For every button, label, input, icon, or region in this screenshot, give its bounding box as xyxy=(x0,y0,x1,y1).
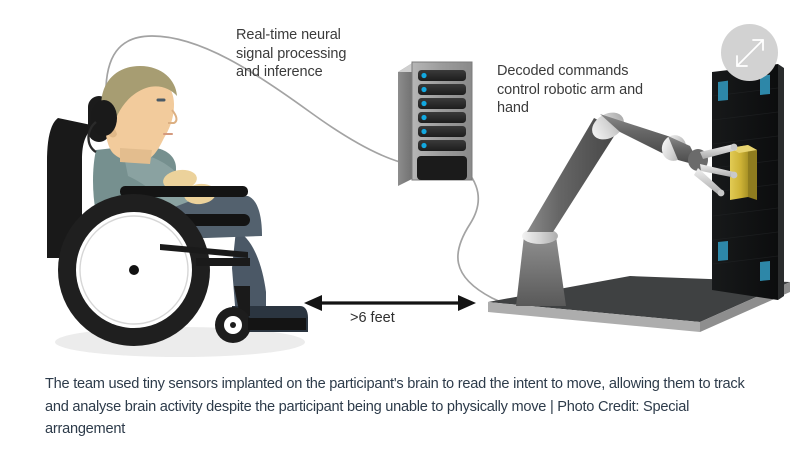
server-bay xyxy=(418,98,466,109)
gripper-pivot-middle xyxy=(730,171,738,179)
wheelchair-armrest-upper xyxy=(120,186,248,197)
label-decoded-commands: Decoded commands control robotic arm and… xyxy=(497,63,643,116)
wheelchair-hub xyxy=(129,265,139,275)
server-lower-door xyxy=(417,156,467,180)
participant-neck xyxy=(120,148,152,164)
arm-pedestal xyxy=(516,236,566,306)
panel-marker-top-right xyxy=(760,74,770,95)
gripper-pivot-upper xyxy=(730,143,738,151)
server-led xyxy=(421,142,427,149)
block-side xyxy=(748,145,757,200)
bci-illustration: Real-time neural signal processing and i… xyxy=(47,24,790,357)
robotic-arm xyxy=(516,112,738,306)
gripper-finger-lower xyxy=(694,168,722,196)
server-bay xyxy=(418,126,466,137)
arrow-head-left xyxy=(304,295,322,311)
participant-in-wheelchair xyxy=(47,66,308,346)
server-bay xyxy=(418,70,466,81)
server-tower xyxy=(398,61,473,186)
arm-upper-link xyxy=(600,114,680,158)
server-bay xyxy=(418,140,466,151)
arm-lower-link xyxy=(527,118,618,232)
arrow-head-right xyxy=(458,295,476,311)
platform-front-edge xyxy=(488,302,700,332)
panel-grid xyxy=(712,87,779,265)
wheelchair-backrest xyxy=(47,118,96,258)
expand-button[interactable] xyxy=(721,24,778,81)
server-led xyxy=(421,72,427,79)
panel-side xyxy=(778,64,784,300)
wheelchair-rear-rim-line xyxy=(79,215,189,325)
panel-marker-top-left xyxy=(718,80,728,101)
panel-marker-bottom-right xyxy=(760,261,770,281)
wheelchair-frame-bar xyxy=(196,258,250,266)
server-led xyxy=(421,86,427,93)
label-neural-processing: Real-time neural signal processing and i… xyxy=(236,27,347,80)
server-led xyxy=(421,100,427,107)
server-led xyxy=(421,128,427,135)
implant-lead xyxy=(87,121,97,154)
wheelchair-caster-fork xyxy=(234,286,250,316)
wheelchair-footplate xyxy=(248,318,306,330)
server-bay xyxy=(418,112,466,123)
server-bay xyxy=(418,84,466,95)
block-front xyxy=(730,145,748,200)
neural-cable xyxy=(105,35,401,163)
wheelchair-caster-hub xyxy=(230,322,236,328)
gripper-finger-upper xyxy=(700,144,737,159)
caption-area: The team used tiny sensors implanted on … xyxy=(0,362,796,455)
neural-implant xyxy=(91,100,117,136)
server-drive-bays xyxy=(418,70,466,151)
label-distance: >6 feet xyxy=(350,310,395,326)
caption-text: The team used tiny sensors implanted on … xyxy=(45,376,745,437)
distance-arrow xyxy=(304,295,476,311)
panel-marker-bottom-left xyxy=(718,241,728,261)
wheelchair-frame-diagonal xyxy=(160,244,248,258)
participant-hand-far xyxy=(163,169,197,191)
server-led xyxy=(421,114,427,121)
gripper-finger-middle xyxy=(700,164,736,178)
server-side-panel xyxy=(398,62,414,186)
participant-hair xyxy=(101,66,177,134)
participant-nose xyxy=(168,109,178,124)
gripper-pivot-lower xyxy=(717,189,725,197)
